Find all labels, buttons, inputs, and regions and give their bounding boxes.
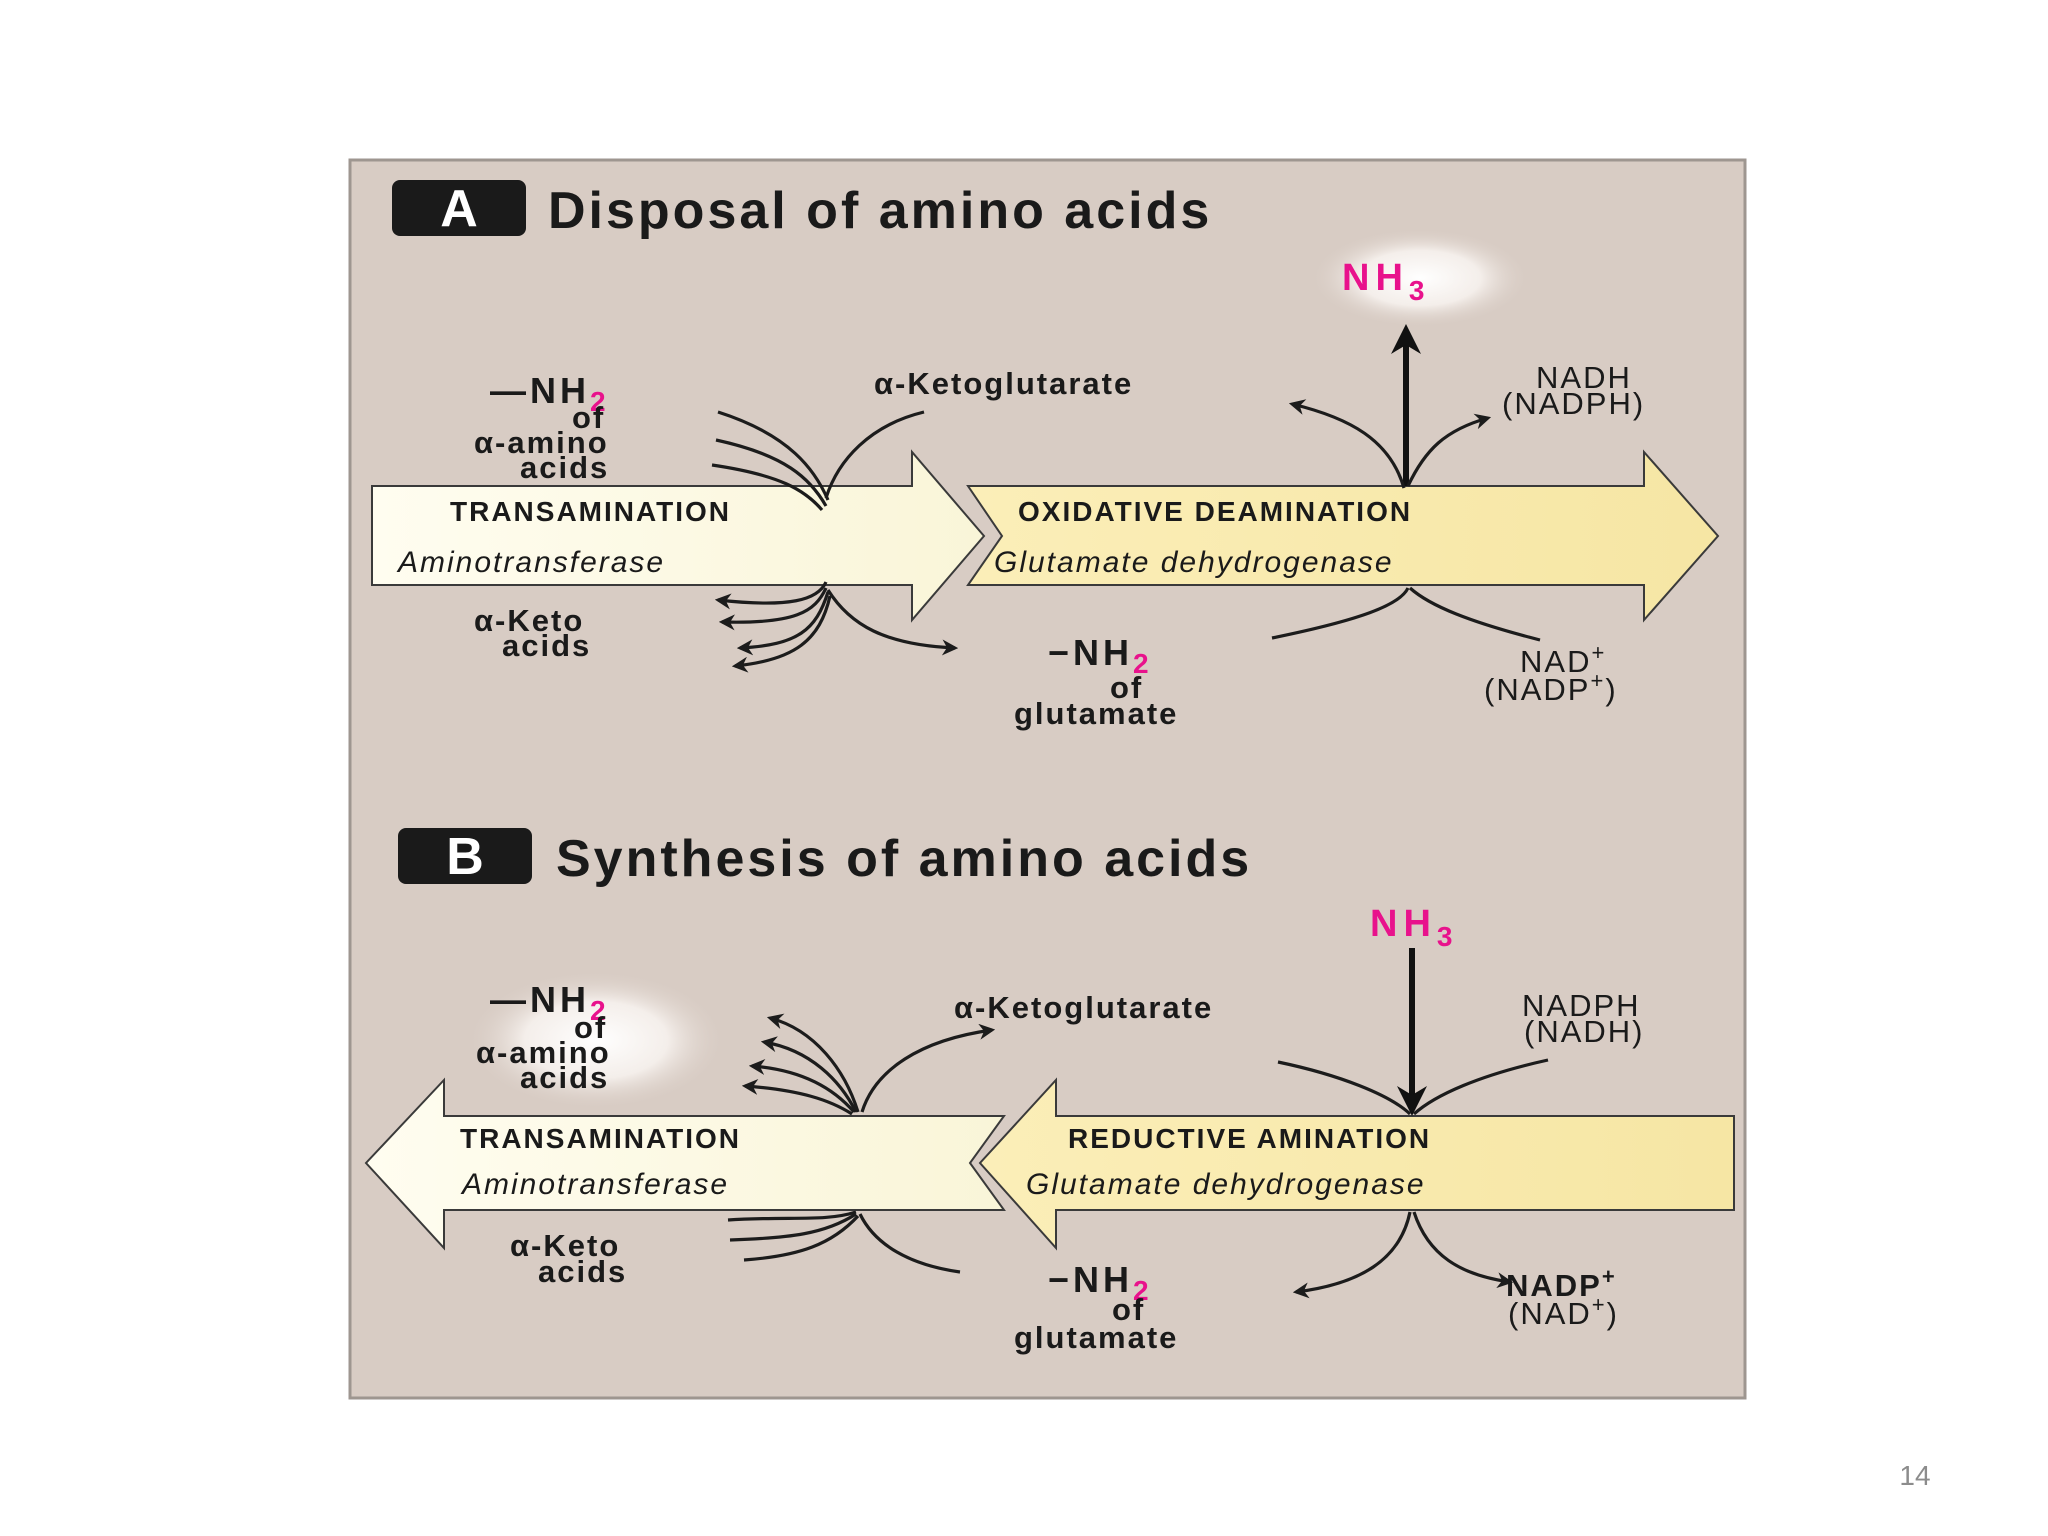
transamination-arrow [371,449,986,623]
ketoglutarate-label-b: α-Ketoglutarate [954,990,1213,1025]
aminotransferase-label-b: Aminotransferase [460,1168,729,1201]
glu-of: of [1110,670,1143,705]
amino-nh2-label: —NH2 [490,370,610,417]
amination-curves [1277,948,1549,1299]
keto-acids-alpha-b: α-Keto [510,1228,620,1263]
panel-a: A Disposal of amino acids NH3 —NH2 of α-… [371,180,1720,731]
panel-a-title: Disposal of amino acids [548,182,1212,240]
amino-nh2-label-b: —NH2 [490,979,610,1026]
oxidative-deamination-label: OXIDATIVE DEAMINATION [1018,496,1412,527]
amino-alpha: α-amino [474,425,609,460]
deamination-curves [1271,324,1541,642]
nadh-label: NADH [1536,360,1632,395]
amino-of: of [572,400,605,435]
glutamate-label-b: glutamate [1014,1320,1178,1355]
glutamate-dehydrogenase-label-b: Glutamate dehydrogenase [1026,1168,1426,1201]
nad-plus-label: NAD+ [1520,640,1606,679]
nh3-label: NH3 [1342,257,1430,306]
nad-plus-label-b: (NAD+) [1508,1292,1619,1331]
panel-b-badge-letter: B [446,828,484,886]
page-number: 14 [1899,1460,1931,1491]
panel-b-title: Synthesis of amino acids [556,830,1252,888]
panel-a-badge [392,180,526,236]
glutamate-dehydrogenase-label: Glutamate dehydrogenase [994,546,1394,579]
panel-b-badge [398,828,532,884]
nadh-label-b: (NADH) [1524,1014,1645,1049]
nh3-glow [1310,228,1530,328]
amino-alpha-b: α-amino [476,1035,611,1070]
nadph-label: (NADPH) [1502,386,1645,421]
keto-acids-acids-b: acids [538,1254,627,1289]
transamination-curves-b [727,1013,996,1274]
transamination-label-b: TRANSAMINATION [460,1123,741,1154]
transamination-arrow-b [364,1077,1006,1251]
glu-nh2-label: −NH2 [1048,632,1153,679]
oxidative-deamination-arrow [966,449,1720,623]
glutamate-label: glutamate [1014,696,1178,731]
keto-acids-alpha: α-Keto [474,603,584,638]
nadp-plus-label: (NADP+) [1484,668,1618,707]
reductive-amination-arrow [978,1077,1735,1251]
amino-acids-b: acids [520,1060,609,1095]
nadph-label-b: NADPH [1522,988,1641,1023]
reductive-amination-label: REDUCTIVE AMINATION [1068,1123,1431,1154]
transamination-curves [711,410,959,673]
transamination-label: TRANSAMINATION [450,496,731,527]
amino-of-b: of [574,1010,607,1045]
aminotransferase-label: Aminotransferase [396,546,665,579]
nadp-plus-label-b: NADP+ [1506,1264,1617,1303]
amino-glow [466,970,726,1110]
glu-of-b: of [1112,1292,1145,1327]
keto-acids-acids: acids [502,628,591,663]
ketoglutarate-label: α-Ketoglutarate [874,366,1133,401]
glu-nh2-label-b: −NH2 [1048,1259,1153,1306]
panel-a-badge-letter: A [440,180,478,238]
panel-b: B Synthesis of amino acids NH3 —NH2 of α… [364,828,1735,1355]
amino-acids: acids [520,450,609,485]
nh3-label-b: NH3 [1370,903,1458,952]
